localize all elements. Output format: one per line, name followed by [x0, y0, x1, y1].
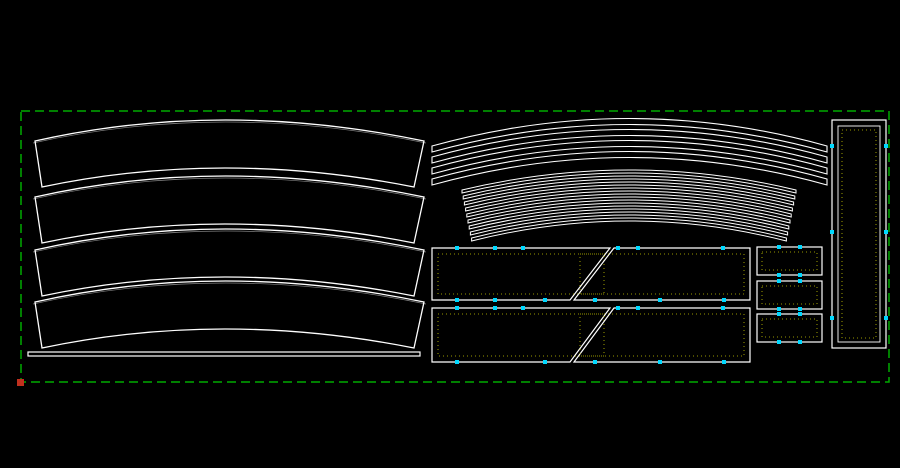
tab-marker [493, 246, 497, 250]
tab-marker [543, 360, 547, 364]
tab-marker [521, 306, 525, 310]
box-engrave-line [761, 251, 818, 271]
sheet-boundary [20, 110, 890, 383]
tab-marker [636, 246, 640, 250]
origin-marker-icon [17, 379, 24, 386]
tab-marker [798, 312, 802, 316]
tab-marker [455, 246, 459, 250]
curved-bands-group [27, 119, 427, 357]
thin-arcs-group [431, 118, 828, 242]
panel-outline [572, 247, 751, 301]
tab-marker [798, 307, 802, 311]
tab-marker [777, 340, 781, 344]
curved-band[interactable] [34, 228, 425, 297]
curved-band[interactable] [34, 119, 425, 188]
tab-marker [798, 340, 802, 344]
thin-arc[interactable] [468, 205, 790, 230]
tab-marker [455, 298, 459, 302]
tab-marker [884, 144, 888, 148]
tab-marker [830, 230, 834, 234]
small-boxes-group [756, 245, 823, 344]
band-inner-edge [32, 282, 427, 305]
thin-arc[interactable] [431, 151, 828, 186]
tab-marker [493, 306, 497, 310]
tab-marker [777, 312, 781, 316]
thin-arc[interactable] [463, 181, 795, 206]
tab-marker [658, 298, 662, 302]
tab-marker [521, 246, 525, 250]
tab-marker [884, 316, 888, 320]
panel-outline [431, 247, 612, 301]
thin-arc[interactable] [431, 140, 828, 175]
tab-marker [830, 316, 834, 320]
thin-arc[interactable] [431, 129, 828, 164]
thin-arc[interactable] [466, 193, 792, 218]
tab-marker [798, 245, 802, 249]
thin-arc[interactable] [462, 175, 796, 200]
tab-marker [777, 279, 781, 283]
tab-marker [593, 298, 597, 302]
slotted-panel[interactable] [431, 246, 612, 302]
slotted-panel[interactable] [572, 246, 751, 302]
flat-strip[interactable] [27, 351, 421, 357]
tab-marker [721, 246, 725, 250]
thin-arc[interactable] [467, 199, 791, 224]
box-outline [756, 280, 823, 310]
thin-arc[interactable] [465, 187, 793, 212]
thin-arc[interactable] [469, 211, 789, 236]
band-inner-edge [32, 177, 427, 200]
box-outline [756, 246, 823, 276]
tab-marker [616, 306, 620, 310]
slotted-panel[interactable] [431, 306, 612, 364]
tall-panel-engrave-line [841, 129, 877, 339]
small-box[interactable] [756, 279, 823, 311]
tab-marker [543, 298, 547, 302]
band-inner-edge [32, 121, 427, 144]
box-outline [756, 313, 823, 343]
tab-marker [777, 307, 781, 311]
tab-marker [616, 246, 620, 250]
tab-marker [636, 306, 640, 310]
tab-marker [593, 360, 597, 364]
slotted-panels-group [431, 246, 751, 364]
panel-outline [572, 307, 751, 363]
tall-panel[interactable] [830, 119, 888, 349]
tab-marker [455, 306, 459, 310]
panel-engrave-line [579, 313, 745, 357]
tab-marker [884, 230, 888, 234]
tall-panel-inner [837, 125, 881, 343]
tall-panel-group [830, 119, 888, 349]
small-box[interactable] [756, 245, 823, 277]
slotted-panel[interactable] [572, 306, 751, 364]
tab-marker [455, 360, 459, 364]
curved-band[interactable] [34, 175, 425, 244]
panel-engrave-line [579, 253, 745, 295]
tab-marker [493, 298, 497, 302]
tab-marker [777, 245, 781, 249]
tab-marker [777, 273, 781, 277]
thin-arc[interactable] [431, 118, 828, 153]
box-engrave-line [761, 318, 818, 338]
box-engrave-line [761, 285, 818, 305]
band-inner-edge [32, 230, 427, 253]
thin-arc[interactable] [461, 169, 797, 194]
panel-outline [431, 307, 612, 363]
curved-band[interactable] [34, 280, 425, 349]
tab-marker [658, 360, 662, 364]
tab-marker [798, 279, 802, 283]
tab-marker [798, 273, 802, 277]
tab-marker [722, 298, 726, 302]
panel-engrave-line [437, 253, 605, 295]
thin-arc[interactable] [471, 217, 787, 242]
tall-panel-outline [831, 119, 887, 349]
tab-marker [721, 306, 725, 310]
tab-marker [830, 144, 834, 148]
tab-marker [722, 360, 726, 364]
small-box[interactable] [756, 312, 823, 344]
